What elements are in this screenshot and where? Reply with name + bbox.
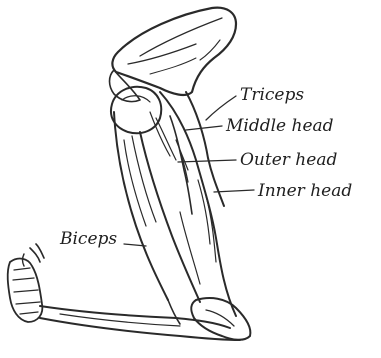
forearm-bones	[40, 300, 240, 340]
inner-head-leader-line	[214, 190, 254, 192]
label-inner-head: Inner head	[257, 181, 352, 201]
label-middle-head: Middle head	[225, 116, 334, 136]
label-triceps: Triceps	[240, 85, 304, 105]
label-outer-head: Outer head	[240, 150, 337, 170]
label-biceps: Biceps	[59, 229, 117, 249]
hand	[8, 244, 44, 322]
biceps-muscle	[114, 112, 200, 302]
elbow-joint	[191, 298, 250, 340]
triceps-muscle	[160, 92, 236, 316]
middle-head-leader-line	[186, 126, 222, 130]
outer-head-leader-line	[178, 160, 236, 162]
